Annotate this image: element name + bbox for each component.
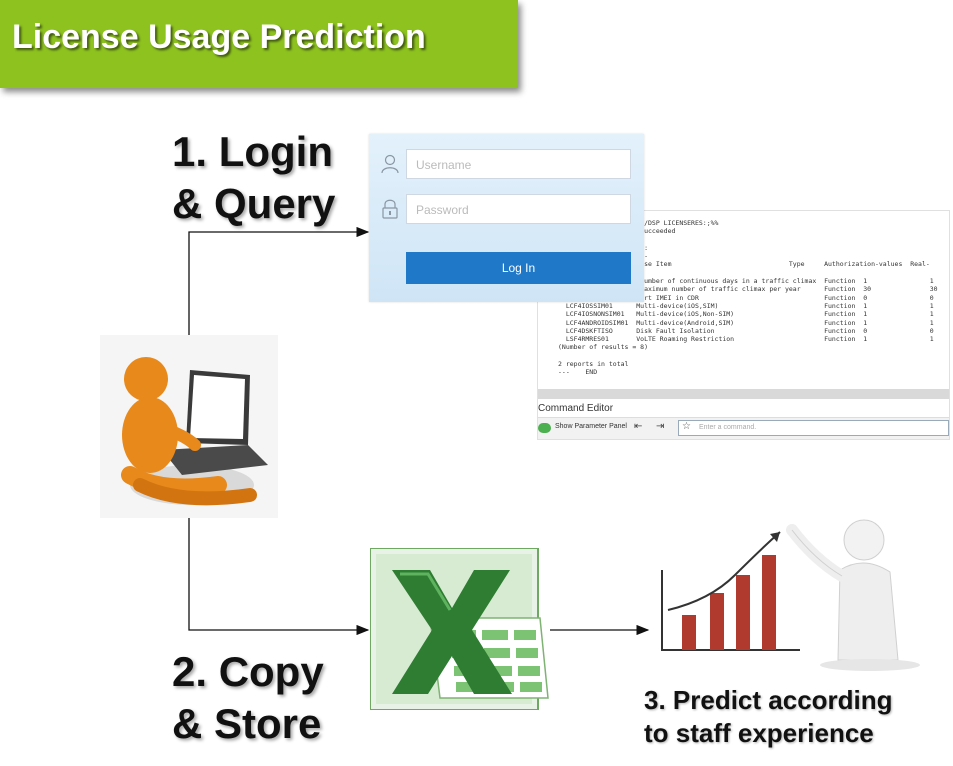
command-bar: Show Parameter Panel ⇤ ⇥ ☆ Enter a comma… xyxy=(538,417,949,439)
login-panel: Username Password Log In xyxy=(369,134,644,302)
person-at-laptop-image xyxy=(100,335,278,518)
previous-command-icon[interactable]: ⇤ xyxy=(634,421,643,432)
query-result-text: /DSP LICENSERES:;%% ucceeded : - se Item… xyxy=(558,219,938,377)
login-button[interactable]: Log In xyxy=(406,252,631,284)
excel-icon xyxy=(370,548,550,710)
step2-label-line1: 2. Copy xyxy=(172,648,324,695)
horizontal-scrollbar[interactable] xyxy=(538,389,949,399)
person-drawing-chart-image xyxy=(640,480,920,675)
command-placeholder: Enter a command. xyxy=(699,424,757,431)
command-editor-title: Command Editor xyxy=(538,403,614,414)
username-field[interactable]: Username xyxy=(406,149,631,179)
step1-label-line1: 1. Login xyxy=(172,128,333,175)
parameter-panel-toggle[interactable] xyxy=(538,423,551,433)
page-title: License Usage Prediction xyxy=(12,18,426,56)
star-icon[interactable]: ☆ xyxy=(682,421,691,432)
step2-label-line2: & Store xyxy=(172,700,322,747)
step3-label-line2: to staff experience xyxy=(644,718,874,748)
step3-label-line1: 3. Predict according xyxy=(644,685,893,715)
arrow-to-login xyxy=(188,226,370,335)
next-command-icon[interactable]: ⇥ xyxy=(656,421,665,432)
query-result-screenshot: /DSP LICENSERES:;%% ucceeded : - se Item… xyxy=(537,210,950,440)
lock-icon xyxy=(382,199,398,219)
password-field[interactable]: Password xyxy=(406,194,631,224)
arrow-to-excel xyxy=(188,518,370,636)
command-input[interactable]: ☆ Enter a command. xyxy=(678,420,949,436)
step1-label-line2: & Query xyxy=(172,180,336,227)
user-icon xyxy=(381,154,399,174)
show-parameter-panel-label: Show Parameter Panel xyxy=(555,423,627,430)
title-banner xyxy=(0,0,518,88)
